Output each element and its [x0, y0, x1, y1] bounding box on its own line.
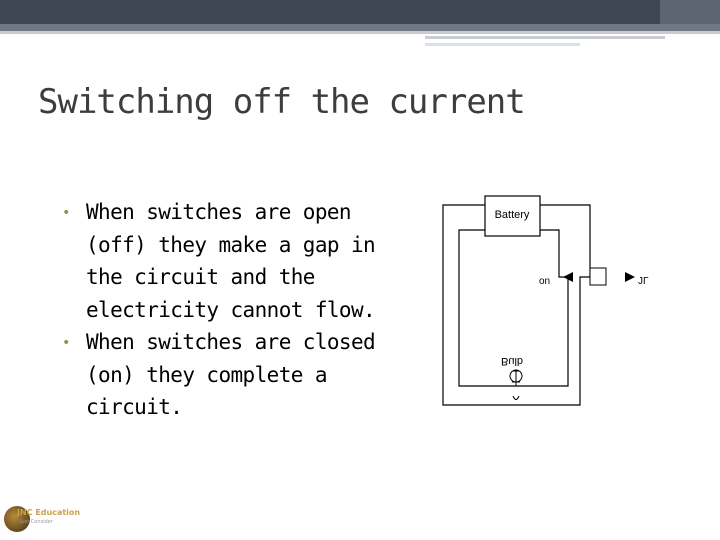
bullet-item: • When switches are open (off) they make…	[62, 196, 392, 326]
bulb-label: Bulb	[501, 355, 523, 367]
slide-title: Switching off the current	[38, 82, 526, 122]
header-bar	[0, 0, 720, 24]
bullet-text: When switches are open (off) they make a…	[86, 200, 376, 322]
header-stripe	[0, 24, 720, 31]
switch-right-arrow	[625, 272, 635, 282]
outer-wire	[442, 204, 591, 406]
switch-box	[589, 267, 607, 286]
bullet-item: • When switches are closed (on) they com…	[62, 326, 392, 424]
battery-box	[484, 195, 541, 237]
header-bar-accent	[660, 0, 720, 24]
header-stripe-light	[0, 31, 720, 34]
logo-badge	[4, 506, 30, 532]
header-stripe-shorter	[425, 43, 580, 46]
switch-on-label: on	[539, 276, 550, 287]
switch-left-arrow	[563, 272, 573, 282]
logo-text: JNC Education	[17, 508, 81, 517]
bullet-text: When switches are closed (on) they compl…	[86, 330, 376, 419]
inner-wire	[458, 229, 569, 387]
bullet-marker: •	[62, 205, 70, 221]
company-logo: JNC Education Just Consider	[4, 506, 80, 536]
circuit-diagram: Battery on JΓ Bulb	[442, 195, 649, 406]
switch-off-label: JΓ	[638, 276, 649, 287]
bullet-list: • When switches are open (off) they make…	[62, 196, 392, 424]
bulb-icon	[509, 369, 523, 400]
bullet-marker: •	[62, 335, 70, 351]
battery-label: Battery	[495, 209, 530, 221]
logo-subtext: Just Consider	[20, 519, 53, 525]
header-stripe-short	[425, 36, 665, 39]
